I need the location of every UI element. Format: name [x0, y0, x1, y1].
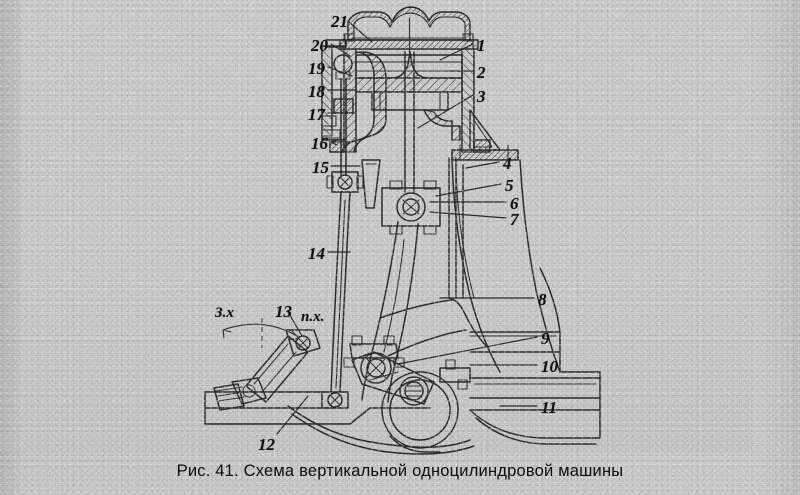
callout-right-6: 6 [510, 194, 519, 213]
motion-mark-reverse: З.х [215, 305, 234, 321]
callout-right-5: 5 [505, 176, 514, 195]
callout-right-9: 9 [541, 329, 550, 348]
callout-left-15: 15 [312, 158, 329, 177]
leader-lines-group [276, 21, 538, 435]
motion-mark-forward: п.х. [301, 309, 325, 325]
callout-right-7: 7 [510, 210, 519, 229]
callout-right-1: 1 [477, 36, 486, 55]
crosshead-group [361, 180, 441, 403]
figure-caption: Рис. 41. Схема вертикальной одноцилиндро… [176, 462, 624, 480]
callout-left-19: 19 [308, 59, 325, 78]
callout-right-3: 3 [477, 87, 486, 106]
callout-right-10: 10 [541, 357, 558, 376]
callout-left-20: 20 [311, 36, 328, 55]
cylinder-support-bracket [361, 109, 519, 209]
callout-bottom-12: 12 [258, 435, 275, 454]
valve-chest-group [321, 39, 461, 176]
bedplate-group [204, 267, 601, 445]
callout-bottom-13: 13 [275, 302, 292, 321]
valve-rod-linkage-group [321, 171, 364, 409]
callout-left-14: 14 [308, 244, 325, 263]
callout-left-17: 17 [308, 105, 325, 124]
frame-column-group [379, 157, 561, 373]
callout-right-11: 11 [541, 398, 558, 417]
callout-left-18: 18 [308, 82, 325, 101]
callout-left-21: 21 [331, 12, 348, 31]
callout-left-16: 16 [311, 134, 328, 153]
callout-right-8: 8 [538, 290, 547, 309]
reversing-link-group [213, 318, 321, 411]
callout-right-4: 4 [503, 154, 512, 173]
eccentric-crank-group [287, 335, 475, 455]
callout-right-2: 2 [477, 63, 486, 82]
